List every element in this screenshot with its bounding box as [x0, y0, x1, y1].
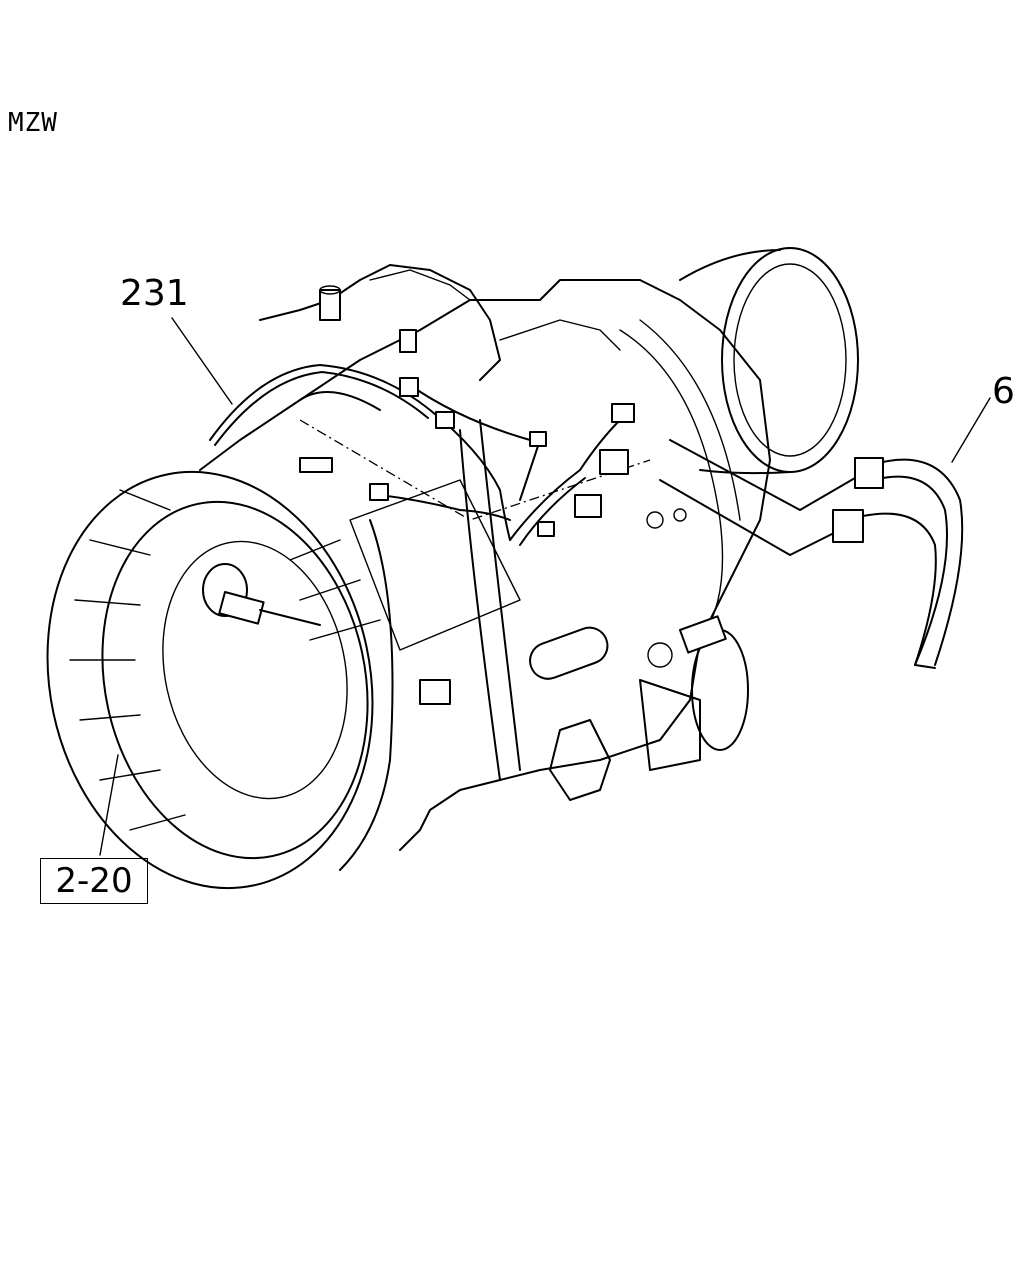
callout-reference-box[interactable]: 2-20: [40, 858, 148, 904]
side-sensors: [529, 508, 749, 801]
bell-housing: [46, 470, 394, 890]
cable-assembly: [659, 439, 964, 669]
transmission-case: [199, 279, 771, 851]
top-control-unit: [259, 264, 621, 381]
input-shaft: [202, 563, 321, 626]
callout-cable-number: 6: [992, 371, 1015, 412]
callout-leaders: [99, 317, 991, 856]
callout-harness-number: 231: [120, 273, 189, 314]
model-code-label: MZW: [8, 108, 58, 138]
harness-connectors: [299, 377, 635, 705]
rear-output-housing: [679, 247, 859, 475]
